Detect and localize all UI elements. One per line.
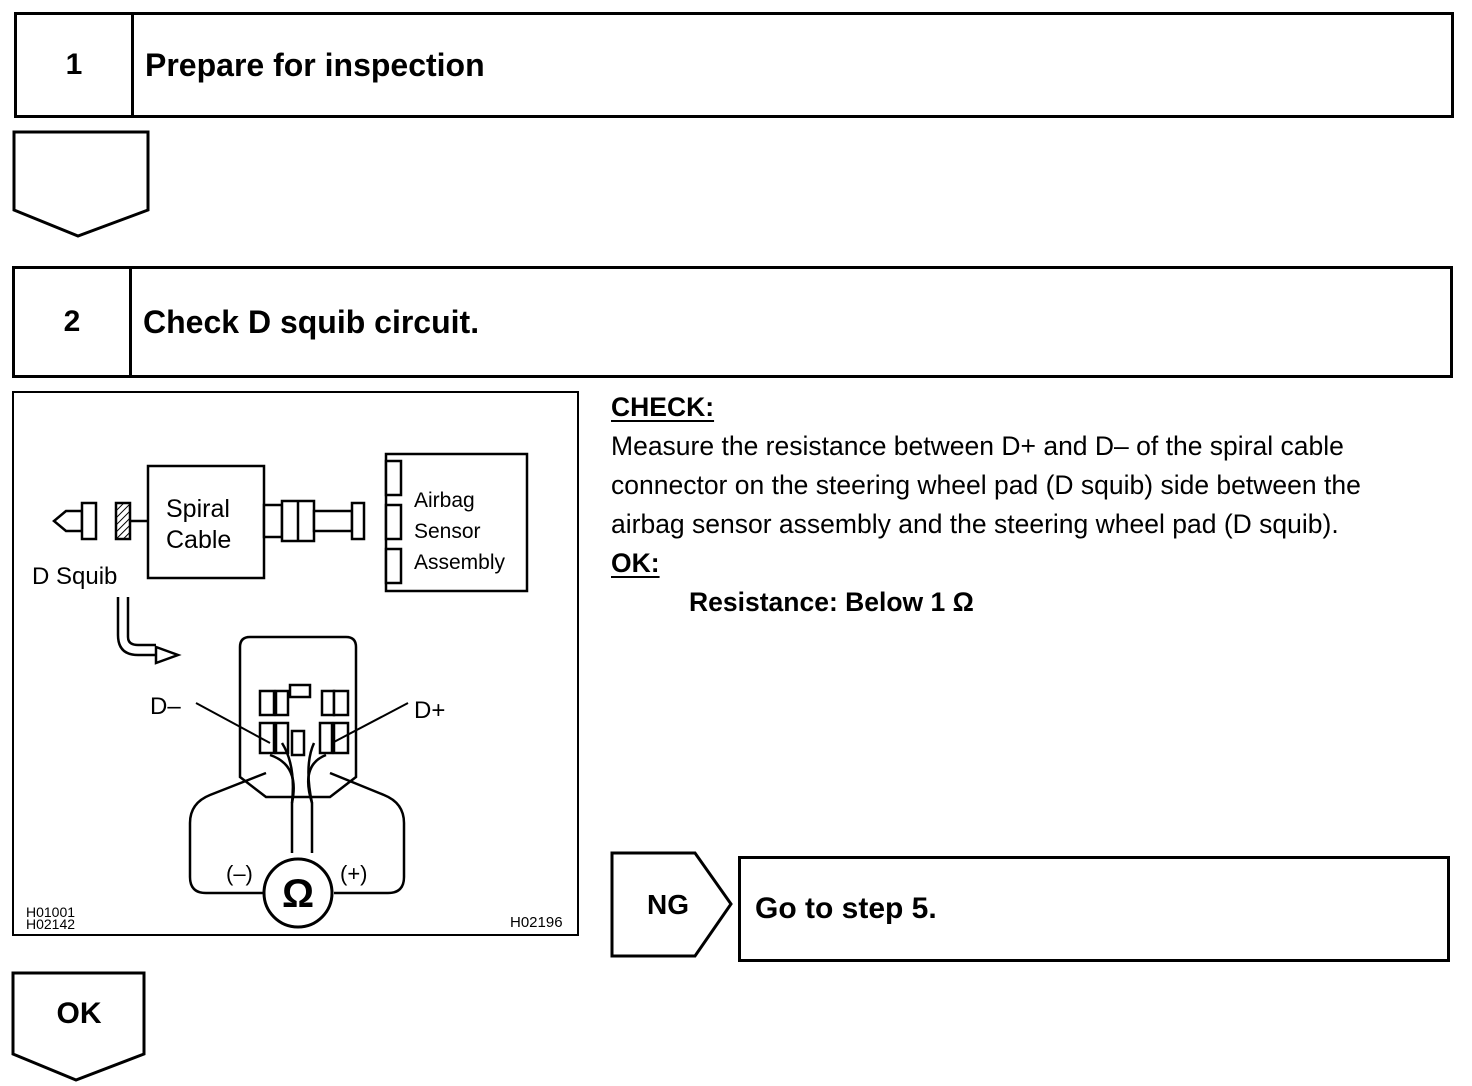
check-line-3: airbag sensor assembly and the steering … [611, 509, 1339, 539]
resistance-spec: Resistance: Below 1 Ω [689, 587, 974, 617]
label-d-squib: D Squib [32, 563, 117, 590]
detail-arrow [116, 597, 182, 665]
label-d-plus: D+ [414, 697, 445, 724]
check-line-1: Measure the resistance between D+ and D–… [611, 431, 1344, 461]
label-spiral: Spiral [166, 495, 230, 523]
spiral-to-sensor-connector [262, 499, 366, 543]
label-airbag: Airbag [414, 489, 475, 512]
ok-heading: OK: [611, 548, 660, 578]
ok-arrow-shape [11, 971, 146, 1082]
code-right: H02196 [510, 914, 563, 931]
step-1-number: 1 [17, 15, 134, 115]
step-1-row: 1 Prepare for inspection [14, 12, 1454, 118]
label-sensor: Sensor [414, 520, 481, 543]
step-2-row: 2 Check D squib circuit. [12, 266, 1453, 378]
flow-down-arrow [12, 130, 150, 238]
code-left-2: H02142 [26, 916, 75, 932]
check-line-2: connector on the steering wheel pad (D s… [611, 470, 1361, 500]
label-assembly: Assembly [414, 551, 506, 574]
ng-label: NG [647, 889, 689, 920]
ok-label: OK [56, 997, 102, 1030]
connector-diagram: Spiral Cable Airbag Sensor Assembly D Sq… [12, 391, 579, 936]
ng-action-text: Go to step 5. [755, 892, 937, 925]
ng-action-box: Go to step 5. [738, 856, 1450, 962]
label-cable: Cable [166, 526, 231, 554]
check-instructions: CHECK: Measure the resistance between D+… [611, 388, 1461, 622]
label-d-minus: D– [150, 693, 181, 720]
code-left-1: H01001 [26, 904, 75, 920]
label-negative: (–) [226, 861, 253, 886]
meter-leads [188, 771, 406, 895]
label-positive: (+) [340, 861, 368, 886]
step-1-title: Prepare for inspection [145, 46, 485, 83]
meter-probes [269, 742, 327, 853]
ohm-symbol: Ω [282, 872, 314, 916]
d-squib-connector [52, 501, 148, 541]
ng-arrow-shape [610, 851, 733, 958]
step-2-number: 2 [15, 269, 132, 375]
step-2-title: Check D squib circuit. [143, 303, 480, 340]
ohmmeter [262, 857, 334, 929]
connector-face [238, 635, 358, 799]
check-heading: CHECK: [611, 392, 715, 422]
